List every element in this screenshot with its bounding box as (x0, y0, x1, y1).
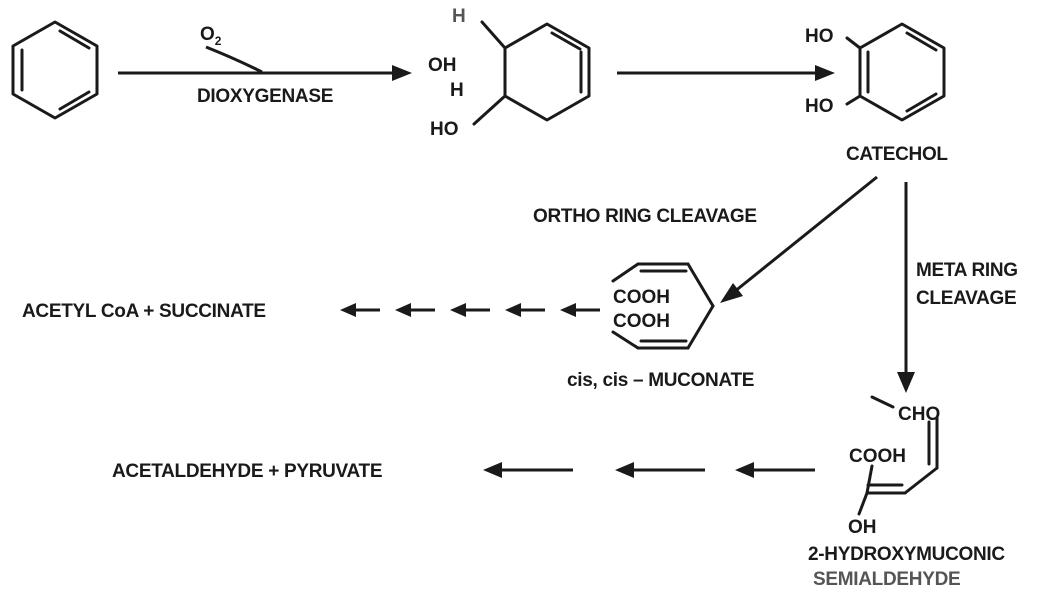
dioxygenase-arrow (118, 45, 412, 81)
dihydrodiol-h-mid: H (450, 80, 464, 101)
catechol-ho-lower: HO (805, 96, 834, 117)
meta-downstream-arrows (483, 462, 815, 478)
semialdehyde-cooh: COOH (849, 446, 906, 467)
ortho-cleavage-label: ORTHO RING CLEAVAGE (533, 206, 757, 227)
dihydrodiol-oh-upper: OH (428, 55, 457, 76)
dihydrodiol-ho-lower: HO (430, 119, 459, 140)
hydroxymuconic-semialdehyde-structure (857, 395, 939, 516)
dioxygenase-label: DIOXYGENASE (197, 86, 333, 107)
meta-end-product: ACETALDEHYDE + PYRUVATE (112, 461, 382, 482)
semialdehyde-name-line2: SEMIALDEHYDE (813, 569, 960, 590)
muconate-cooh-upper: COOH (613, 287, 670, 308)
catechol-name: CATECHOL (846, 144, 948, 165)
meta-cleavage-label-line2: CLEAVAGE (916, 288, 1016, 309)
ortho-downstream-arrows (340, 303, 600, 317)
ortho-cleavage-arrow (720, 175, 878, 303)
semialdehyde-name-line1: 2-HYDROXYMUCONIC (808, 544, 1005, 565)
muconate-name: cis, cis – MUCONATE (567, 370, 754, 391)
catechol-structure (845, 22, 946, 122)
oxygen-label: O2 (200, 24, 222, 48)
semialdehyde-cho: CHO (898, 404, 940, 425)
catechol-ho-upper: HO (805, 26, 834, 47)
dihydrodiol-h-top: H (452, 6, 466, 27)
muconate-structure (611, 262, 715, 350)
muconate-cooh-lower: COOH (613, 311, 670, 332)
semialdehyde-oh: OH (848, 517, 877, 538)
meta-cleavage-arrow (897, 182, 915, 393)
meta-cleavage-label-line1: META RING (916, 260, 1018, 281)
benzene-structure (11, 20, 99, 120)
ortho-end-product: ACETYL CoA + SUCCINATE (22, 301, 266, 322)
dihydrodiol-structure (472, 20, 591, 126)
dehydrogenation-arrow (617, 65, 835, 81)
